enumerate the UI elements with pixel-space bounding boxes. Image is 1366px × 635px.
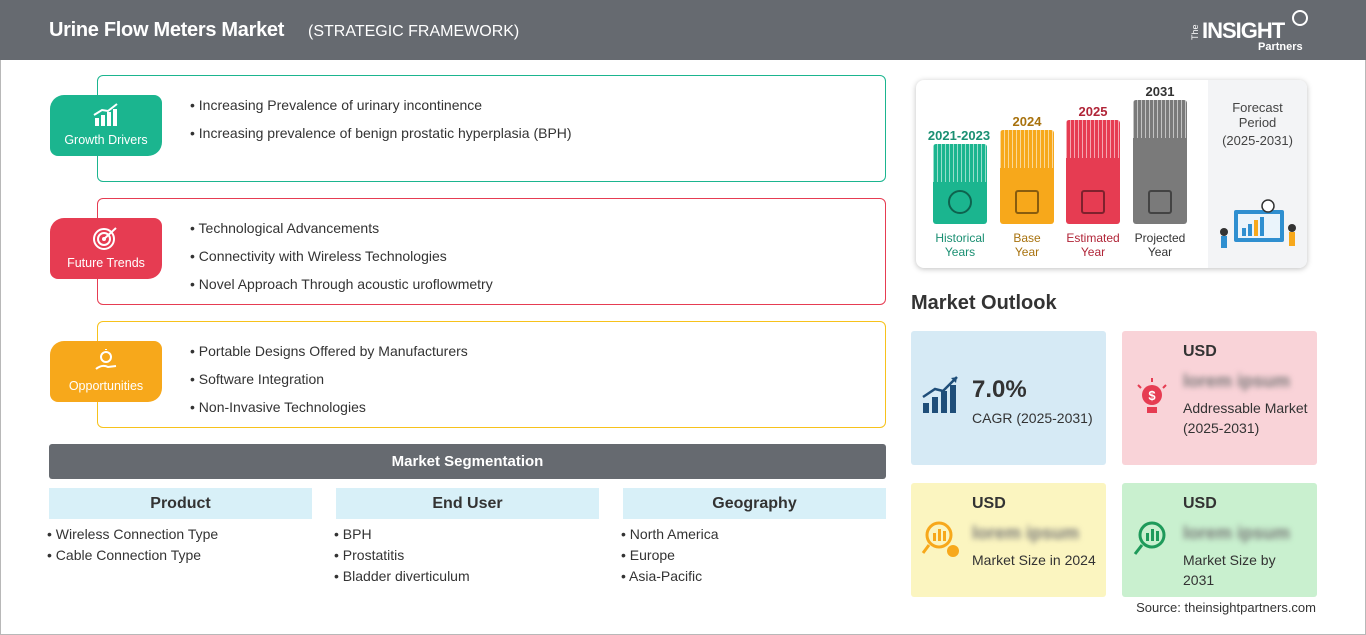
timeline-bar-base bbox=[1000, 130, 1054, 224]
opportunities-badge: Opportunities bbox=[50, 341, 162, 402]
list-item: • Asia-Pacific bbox=[621, 568, 703, 584]
history-icon bbox=[948, 190, 972, 214]
timeline-year-base: 2024 bbox=[1012, 114, 1042, 129]
list-item: • Wireless Connection Type bbox=[47, 526, 219, 542]
list-item: • Software Integration bbox=[190, 371, 325, 387]
market-outlook-title: Market Outlook bbox=[911, 292, 1057, 314]
lightbulb-hand-icon bbox=[95, 349, 117, 370]
source-credit: Source: theinsightpartners.com bbox=[1136, 600, 1316, 615]
timeline-bar-historical bbox=[933, 144, 987, 224]
addressable-usd: USD bbox=[1183, 343, 1217, 360]
chart-growth-icon bbox=[93, 103, 118, 126]
magnifier-coins-icon bbox=[921, 521, 959, 557]
timeline-bar-estimated bbox=[1066, 120, 1120, 224]
size-2024-usd: USD bbox=[972, 495, 1006, 512]
segment-list-product: • Wireless Connection Type • Cable Conne… bbox=[47, 525, 218, 567]
opportunities-label: Opportunities bbox=[68, 379, 144, 393]
future-trends-list: • Technological Advancements • Connectiv… bbox=[190, 219, 493, 303]
logo-insight: INSIGHT bbox=[1202, 18, 1285, 43]
presentation-icon bbox=[1148, 190, 1172, 214]
list-item: • BPH bbox=[334, 526, 372, 542]
segment-heading-geography: Geography bbox=[623, 488, 886, 519]
analytics-people-icon bbox=[1220, 199, 1296, 248]
growth-chart-icon bbox=[922, 376, 958, 413]
growth-drivers-badge: Growth Drivers bbox=[50, 95, 162, 156]
insight-partners-logo[interactable]: The INSIGHT Partners bbox=[1190, 10, 1312, 54]
money-lightbulb-icon: $ bbox=[1137, 378, 1167, 413]
segment-list-end-user: • BPH • Prostatitis • Bladder diverticul… bbox=[334, 525, 470, 588]
future-trends-badge: Future Trends bbox=[50, 218, 162, 279]
list-item: • Connectivity with Wireless Technologie… bbox=[190, 248, 447, 264]
list-item: • Increasing prevalence of benign prosta… bbox=[190, 125, 572, 141]
list-item: • Technological Advancements bbox=[190, 220, 380, 236]
list-item: • Cable Connection Type bbox=[47, 547, 202, 563]
opportunities-list: • Portable Designs Offered by Manufactur… bbox=[190, 342, 468, 426]
forecast-period-label: Forecast Period (2025-2031) bbox=[1222, 100, 1293, 148]
addressable-value-blurred: lorem ipsum bbox=[1183, 371, 1291, 391]
segment-heading-end-user: End User bbox=[336, 488, 599, 519]
list-item: • Portable Designs Offered by Manufactur… bbox=[190, 343, 468, 359]
forecast-period-panel: Forecast Period (2025-2031) bbox=[1208, 80, 1307, 268]
market-size-2031-card: USD lorem ipsum Market Size by 2031 bbox=[1122, 483, 1317, 597]
segment-list-geography: • North America • Europe • Asia-Pacific bbox=[621, 525, 719, 588]
magnifier-chart-icon bbox=[1133, 521, 1166, 555]
growth-drivers-list: • Increasing Prevalence of urinary incon… bbox=[190, 96, 572, 152]
segment-heading-product: Product bbox=[49, 488, 312, 519]
list-item: • Prostatitis bbox=[334, 547, 405, 563]
future-trends-label: Future Trends bbox=[67, 256, 145, 270]
size-2031-value-blurred: lorem ipsum bbox=[1183, 523, 1291, 543]
calendar-icon bbox=[1015, 190, 1039, 214]
svg-text:$: $ bbox=[1148, 388, 1156, 403]
timeline-bar-projected bbox=[1133, 100, 1187, 224]
timeline-year-projected: 2031 bbox=[1145, 84, 1175, 99]
list-item: • Bladder diverticulum bbox=[334, 568, 470, 584]
size-2031-label: Market Size by 2031 bbox=[1183, 552, 1276, 588]
list-item: • North America bbox=[621, 526, 719, 542]
growth-drivers-label: Growth Drivers bbox=[64, 133, 148, 147]
timeline-year-historical: 2021-2023 bbox=[927, 128, 991, 143]
cagr-label: CAGR (2025-2031) bbox=[972, 410, 1093, 426]
page-title: Urine Flow Meters Market bbox=[49, 19, 285, 41]
size-2031-usd: USD bbox=[1183, 495, 1217, 512]
list-item: • Europe bbox=[621, 547, 675, 563]
cagr-card: 7.0% CAGR (2025-2031) bbox=[911, 331, 1106, 465]
market-segmentation-header: Market Segmentation bbox=[49, 444, 886, 479]
list-item: • Non-Invasive Technologies bbox=[190, 399, 366, 415]
growth-drivers-box bbox=[97, 75, 886, 182]
list-item: • Increasing Prevalence of urinary incon… bbox=[190, 97, 483, 113]
cagr-value: 7.0% bbox=[972, 376, 1027, 403]
timeline-year-estimated: 2025 bbox=[1078, 104, 1108, 119]
logo-ring-icon bbox=[1292, 10, 1308, 26]
addressable-label: Addressable Market (2025-2031) bbox=[1183, 400, 1308, 436]
logo-the: The bbox=[1190, 24, 1200, 40]
logo-partners: Partners bbox=[1258, 41, 1303, 53]
opportunities-box bbox=[97, 321, 886, 428]
target-icon bbox=[93, 227, 117, 250]
list-item: • Novel Approach Through acoustic uroflo… bbox=[190, 276, 493, 292]
page-subtitle: (STRATEGIC FRAMEWORK) bbox=[308, 23, 520, 40]
header-bar: Urine Flow Meters Market (STRATEGIC FRAM… bbox=[0, 0, 1366, 60]
size-2024-value-blurred: lorem ipsum bbox=[972, 523, 1080, 543]
market-size-2024-card: USD lorem ipsum Market Size in 2024 bbox=[911, 483, 1106, 597]
addressable-market-card: $ USD lorem ipsum Addressable Market (20… bbox=[1122, 331, 1317, 465]
estimate-chart-icon bbox=[1081, 190, 1105, 214]
size-2024-label: Market Size in 2024 bbox=[972, 552, 1096, 568]
